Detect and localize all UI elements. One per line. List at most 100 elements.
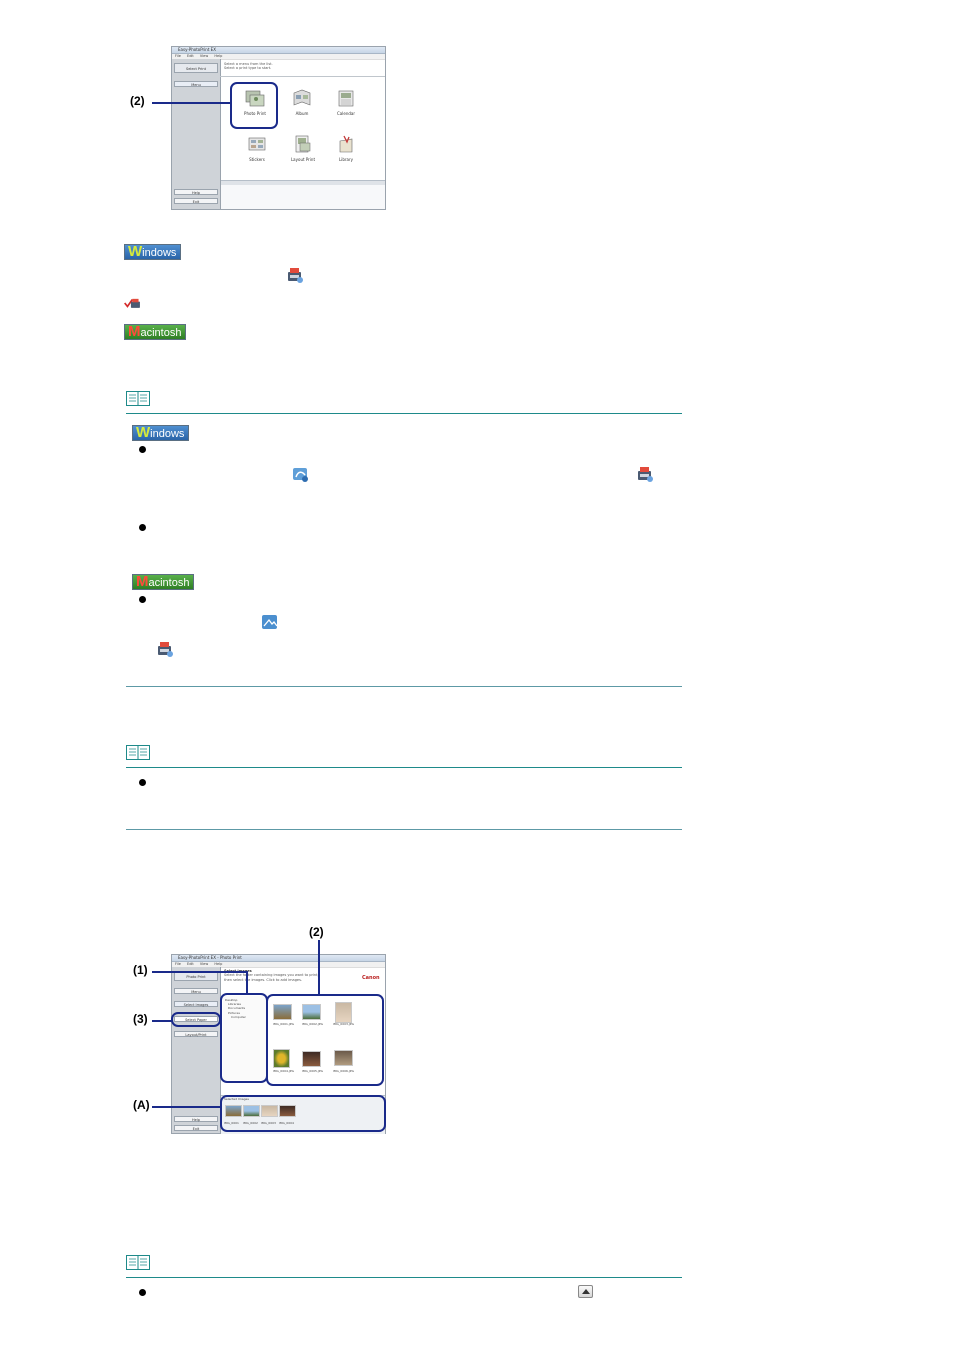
callout-leader-line — [152, 971, 248, 973]
photo-print-icon — [244, 87, 266, 109]
strip-caption: IMG_0002 — [243, 1121, 258, 1125]
callout-highlight-selected-images — [220, 1095, 386, 1132]
callout-highlight-select-paper — [171, 1012, 221, 1027]
badge-text: acintosh — [140, 327, 182, 339]
sidebar-help-button[interactable]: Help — [174, 189, 218, 195]
image-thumbnail[interactable] — [273, 1049, 290, 1068]
menu-item-library[interactable]: Library — [326, 133, 366, 162]
menu-file[interactable]: File — [175, 962, 181, 966]
callout-highlight-thumbnails — [266, 994, 384, 1086]
thumbnail-caption: IMG_0004.JPG — [273, 1069, 294, 1073]
image-thumbnail[interactable] — [273, 1004, 292, 1020]
menu-edit[interactable]: Edit — [186, 962, 194, 966]
callout-label-1: (1) — [133, 963, 148, 977]
sidebar-help-button[interactable]: Help — [174, 1116, 218, 1122]
tree-item[interactable]: Libraries — [228, 1002, 241, 1007]
badge-initial: W — [136, 424, 151, 441]
badge-text: acintosh — [148, 577, 190, 589]
badge-text: indows — [142, 247, 177, 259]
windows-badge: Windows — [132, 424, 190, 441]
bullet — [139, 524, 146, 531]
menu-item-stickers[interactable]: Stickers — [237, 133, 277, 162]
tree-item[interactable]: Pictures — [228, 1010, 240, 1015]
selected-thumbnail[interactable] — [261, 1105, 278, 1117]
bullet — [139, 596, 146, 603]
sidebar-layout-print-button[interactable]: Layout/Print — [174, 1031, 218, 1037]
selected-thumbnail[interactable] — [279, 1105, 296, 1117]
selected-images-label: Selected Images — [224, 1097, 249, 1101]
menu-item-label: Calendar — [337, 111, 355, 116]
note-book-icon — [126, 745, 150, 760]
note-book-icon — [126, 1255, 150, 1270]
menu-item-label: Stickers — [249, 157, 265, 162]
solution-menu-icon — [638, 467, 653, 482]
window-title-bar: Easy-PhotoPrint EX - Photo Print — [172, 955, 385, 962]
menu-view[interactable]: View — [199, 54, 209, 58]
select-print-label: Select Print — [174, 63, 218, 73]
tree-item[interactable]: Computer — [231, 1014, 246, 1019]
tree-item[interactable]: Desktop — [225, 998, 238, 1002]
brand-logo: Canon — [362, 975, 380, 981]
menu-item-label: Library — [339, 157, 353, 162]
menu-item-photo-print[interactable]: Photo Print — [235, 87, 275, 116]
sidebar-select-images-button[interactable]: Select Images — [174, 1001, 218, 1007]
callout-highlight-folder-tree — [220, 993, 268, 1083]
sidebar-menu-button[interactable]: Menu — [174, 988, 218, 994]
callout-label-2: (2) — [309, 925, 324, 939]
sidebar-menu-button[interactable]: Menu — [174, 81, 218, 87]
sidebar-exit-button[interactable]: Exit — [174, 1125, 218, 1131]
layout-print-icon — [292, 133, 314, 155]
note-book-icon — [126, 391, 150, 406]
callout-leader-vertical — [318, 940, 320, 994]
menu-item-calendar[interactable]: Calendar — [326, 87, 366, 116]
bottom-panel — [221, 180, 385, 185]
menu-help[interactable]: Help — [214, 54, 223, 58]
window-sidebar: Select Print Menu Help Exit — [172, 59, 221, 209]
callout-label-3: (3) — [133, 1012, 148, 1026]
note-bottom-rule — [126, 686, 682, 687]
thumbnail-caption: IMG_0005.JPG — [302, 1069, 323, 1073]
callout-highlight-photo-print — [230, 82, 278, 129]
header-divider — [220, 76, 385, 77]
menu-item-album[interactable]: Album — [282, 87, 322, 116]
bullet — [139, 1289, 146, 1296]
folder-tree: Desktop Libraries Documents Pictures Com… — [223, 996, 267, 1080]
menu-help[interactable]: Help — [214, 962, 223, 966]
solution-menu-icon — [293, 468, 308, 482]
badge-text: indows — [150, 428, 185, 440]
note-top-rule — [126, 767, 682, 768]
note-bottom-rule — [126, 829, 682, 830]
bullet — [139, 446, 146, 453]
selected-thumbnail[interactable] — [243, 1105, 260, 1117]
image-thumbnail[interactable] — [335, 1002, 352, 1023]
menu-item-layout-print[interactable]: Layout Print — [283, 133, 323, 162]
header-line: Select the folder containing images you … — [224, 973, 319, 978]
thumbnail-caption: IMG_0003.JPG — [333, 1022, 354, 1026]
solution-menu-icon — [262, 615, 278, 629]
image-thumbnail[interactable] — [334, 1050, 353, 1066]
bullet — [139, 779, 146, 786]
stickers-icon — [246, 133, 268, 155]
strip-caption: IMG_0001 — [224, 1121, 239, 1125]
menu-view[interactable]: View — [199, 962, 209, 966]
image-thumbnail[interactable] — [302, 1051, 321, 1067]
callout-label-A: (A) — [133, 1098, 150, 1112]
menu-file[interactable]: File — [175, 54, 181, 58]
windows-badge: Windows — [124, 244, 182, 260]
tree-item[interactable]: Documents — [228, 1006, 246, 1011]
selected-thumbnail[interactable] — [225, 1105, 242, 1117]
window-menu-bar: File Edit View Help — [172, 962, 385, 968]
window-sidebar: Photo Print Menu Select Images Select Pa… — [172, 967, 221, 1133]
sidebar-select-paper-button[interactable]: Select Paper — [174, 1016, 218, 1022]
menu-edit[interactable]: Edit — [186, 54, 194, 58]
menu-item-label: Photo Print — [244, 111, 266, 116]
bottom-area — [221, 185, 385, 209]
header-line: then select the images. Click to add ima… — [224, 977, 303, 982]
header-line: Select a menu from the list. — [224, 62, 273, 66]
image-thumbnail[interactable] — [302, 1004, 321, 1020]
sidebar-exit-button[interactable]: Exit — [174, 198, 218, 204]
menu-item-label: Layout Print — [290, 157, 316, 162]
callout-leader-line — [152, 1020, 173, 1022]
thumbnail-caption: IMG_0006.JPG — [333, 1069, 354, 1073]
easy-photoprint-menu-window: Easy-PhotoPrint EX File Edit View Help S… — [171, 46, 386, 210]
